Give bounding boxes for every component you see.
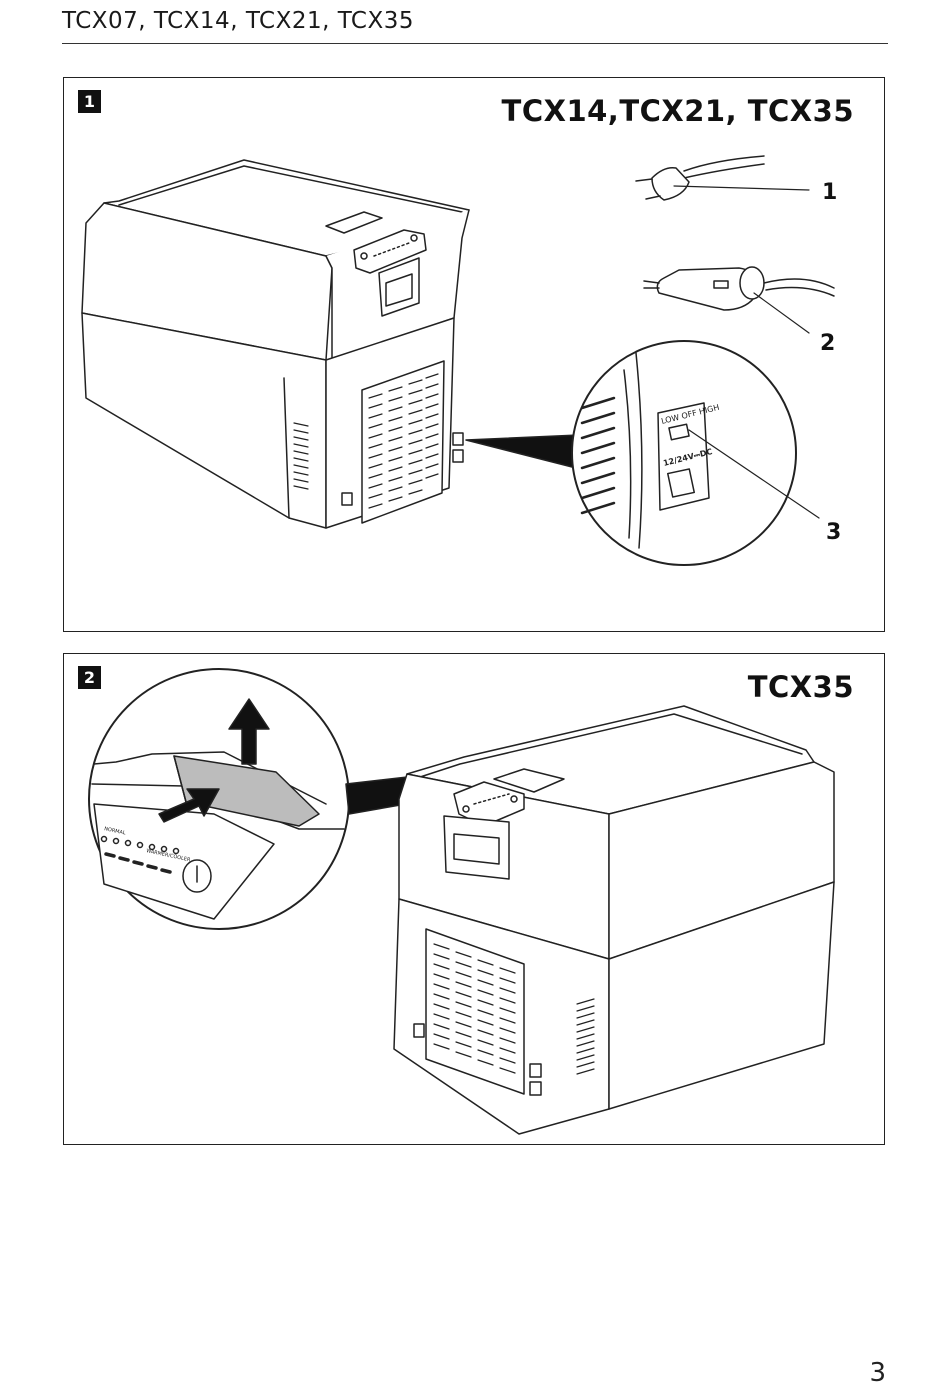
page-header-title: TCX07, TCX14, TCX21, TCX35: [62, 8, 415, 34]
cooler-box-illustration-2: [393, 705, 835, 1135]
figure-2-model-label: TCX35: [747, 670, 854, 704]
figure-2-number-badge: 2: [78, 666, 101, 689]
page-number: 3: [869, 1358, 886, 1388]
car-plug-illustration: [643, 266, 835, 334]
callout-2: 2: [820, 331, 836, 356]
switch-detail-circle: LOW OFF HIGH 12/24V⎓DC: [571, 340, 820, 566]
figure-1-illustration: LOW OFF HIGH 12/24V⎓DC: [81, 155, 835, 566]
figure-2: NORMAL WARMER/COOLER: [63, 653, 885, 1145]
figure-2-illustration: NORMAL WARMER/COOLER: [88, 668, 835, 1135]
figure-1-number-badge: 1: [78, 90, 101, 113]
cooler-box-illustration: [81, 159, 580, 529]
mains-plug-illustration: [635, 155, 810, 201]
callout-1: 1: [822, 180, 838, 205]
lid-detail-circle: NORMAL WARMER/COOLER: [88, 668, 350, 930]
normal-label: NORMAL: [104, 826, 127, 836]
figure-1-model-label: TCX14,TCX21, TCX35: [501, 94, 854, 128]
callout-3: 3: [826, 520, 842, 545]
figure-1: LOW OFF HIGH 12/24V⎓DC 1 TCX14,TCX21, TC…: [63, 77, 885, 632]
header-divider: [62, 43, 888, 44]
